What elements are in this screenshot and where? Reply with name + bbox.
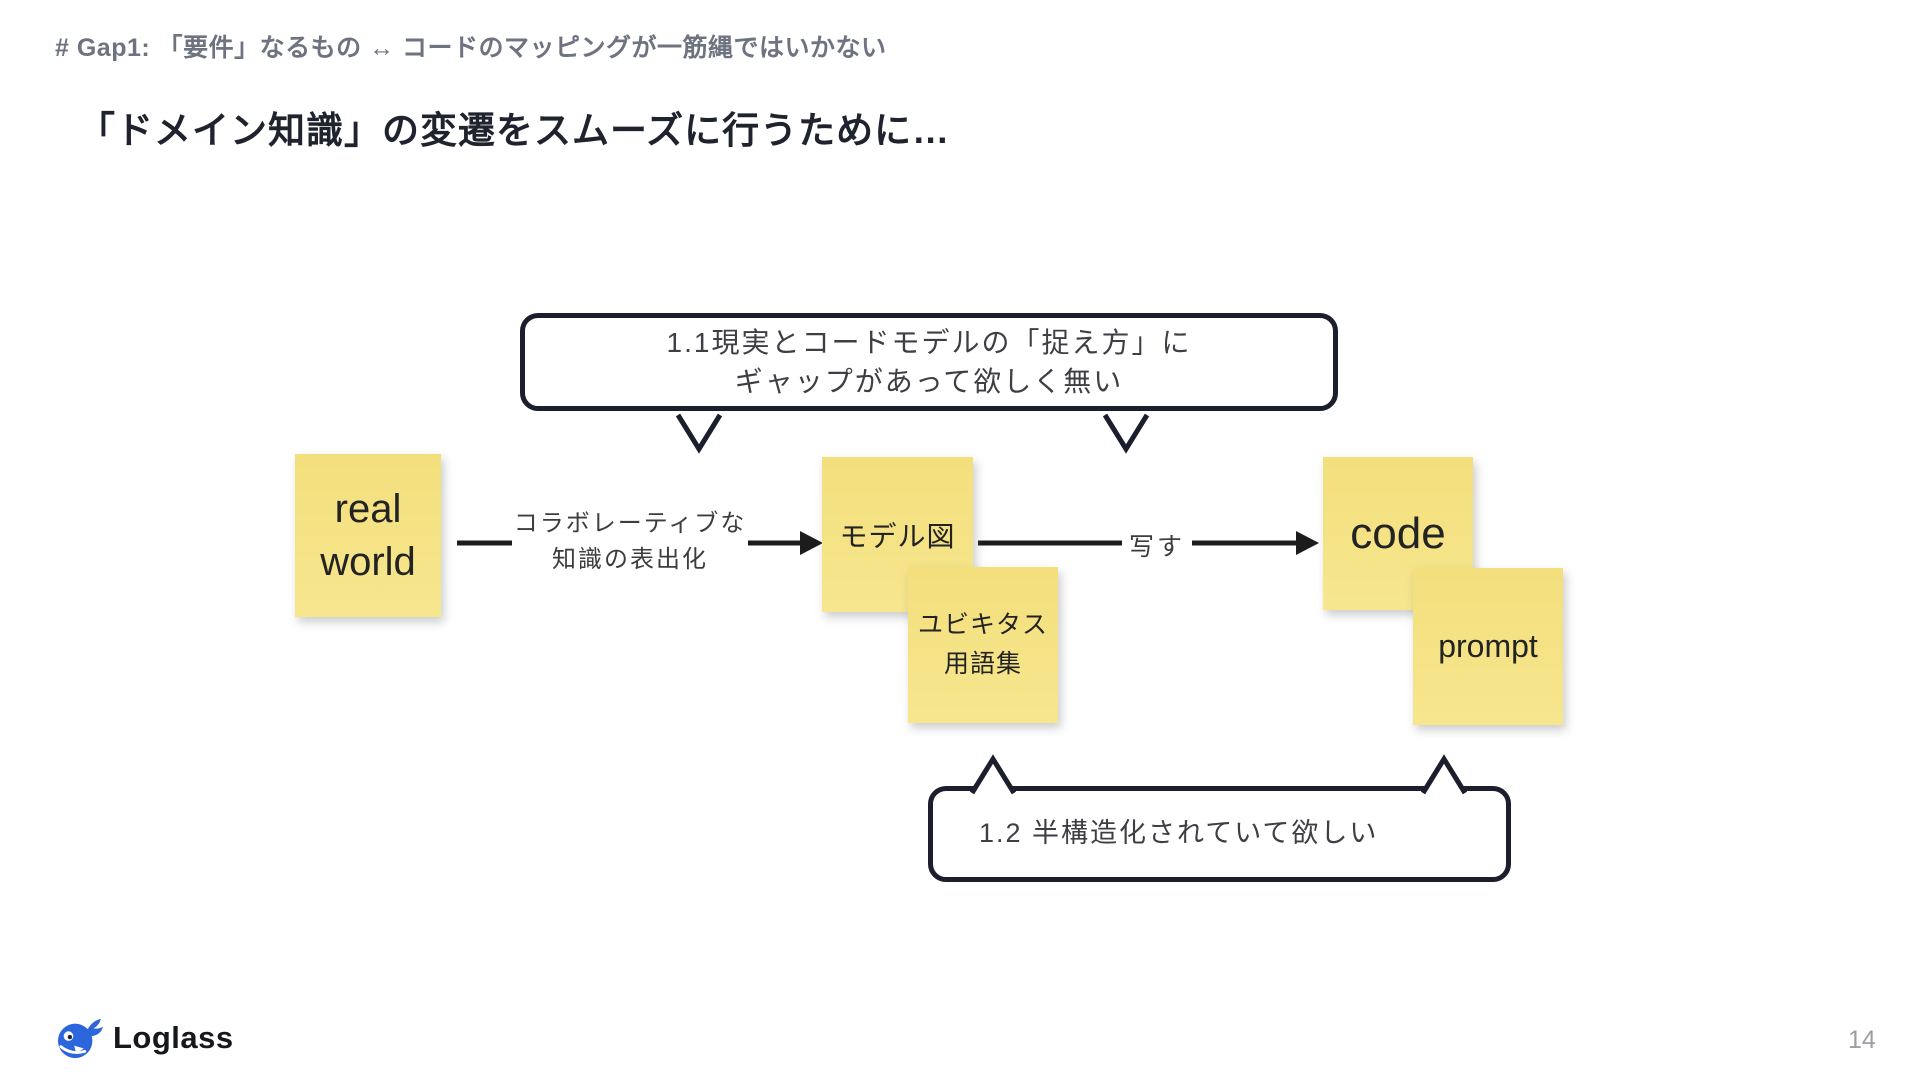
callout-bottom-semistructured: 1.2 半構造化されていて欲しい — [928, 754, 1511, 882]
page-number: 14 — [1848, 1026, 1876, 1054]
callout-bottom-text: 1.2 半構造化されていて欲しい — [979, 818, 1379, 849]
sticky-real-world: real world — [295, 454, 441, 617]
arrowhead-to-model-icon — [800, 531, 823, 555]
page-title: 「ドメイン知識」の変遷をスムーズに行うために… — [78, 110, 951, 151]
callout-tail-up-right-icon — [1420, 754, 1468, 795]
arrowhead-to-code-icon — [1296, 531, 1319, 555]
arrow-label-transcribe: 写す — [1128, 533, 1185, 561]
arrow-label-collaborative: コラボレーティブな 知識の表出化 — [513, 510, 747, 573]
callout-tail-down-left-icon — [675, 413, 723, 454]
loglass-logo-text: Loglass — [113, 1020, 234, 1055]
callout-top-gap: 1.1現実とコードモデルの「捉え方」に ギャップがあって欲しく無い — [520, 313, 1338, 454]
loglass-logo: Loglass — [55, 1016, 234, 1060]
header-note: # Gap1: 「要件」なるもの ↔ コードのマッピングが一筋縄ではいかない — [55, 34, 887, 62]
callout-tail-up-left-icon — [969, 754, 1017, 795]
callout-top-text: 1.1現実とコードモデルの「捉え方」に ギャップがあって欲しく無い — [666, 326, 1192, 397]
loglass-whale-icon — [57, 1018, 103, 1059]
sticky-prompt: prompt — [1413, 568, 1563, 725]
callout-tail-down-right-icon — [1102, 413, 1150, 454]
sticky-ubiquitous-glossary: ユビキタス 用語集 — [908, 567, 1058, 723]
